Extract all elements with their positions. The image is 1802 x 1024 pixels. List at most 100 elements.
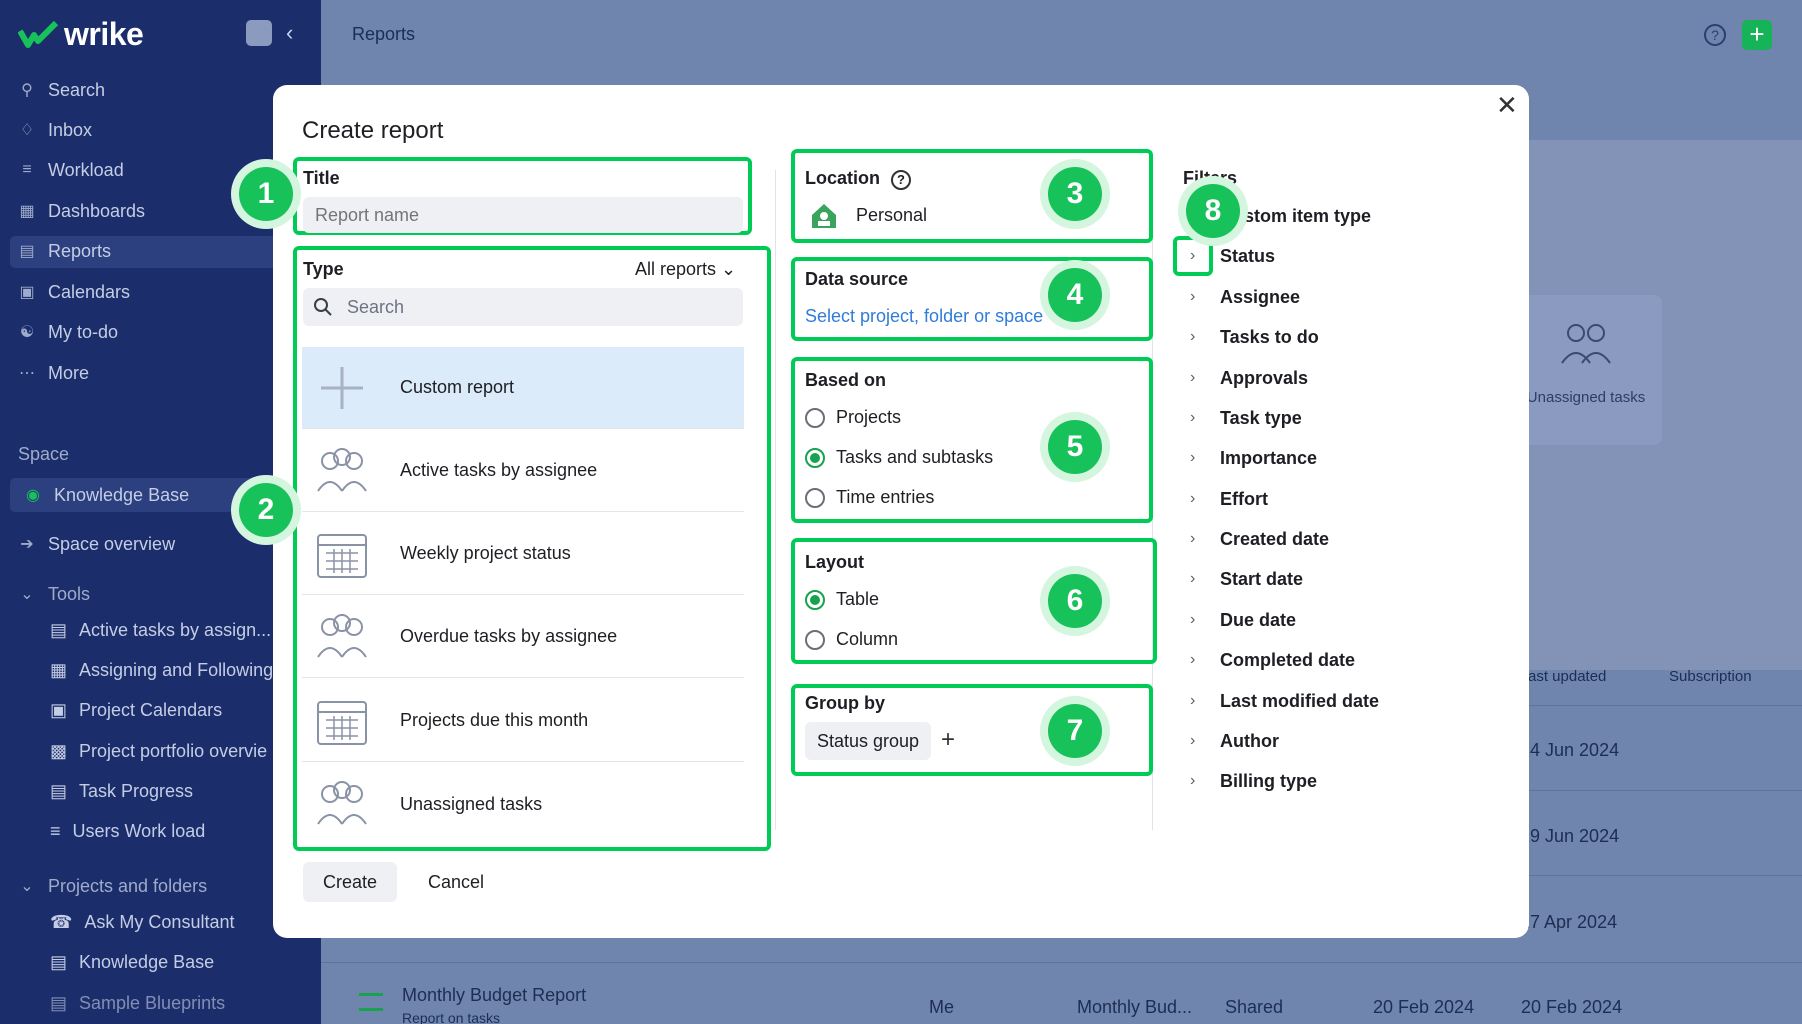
project-item[interactable]: ▤Sample Blueprints xyxy=(50,993,320,1014)
tool-item[interactable]: ▣Project Calendars xyxy=(50,700,320,721)
type-item[interactable]: Active tasks by assignee xyxy=(302,430,744,512)
filter-label: Task type xyxy=(1220,407,1302,428)
filter-label: Start date xyxy=(1220,568,1304,589)
chevron-right-icon[interactable]: › xyxy=(1190,651,1196,668)
report-name-input[interactable] xyxy=(303,197,743,233)
chevron-right-icon[interactable]: › xyxy=(1190,490,1196,507)
people-icon xyxy=(314,609,370,665)
nav-reports[interactable]: ▤Reports xyxy=(18,236,111,266)
calendar-icon xyxy=(314,526,370,582)
filter-item[interactable]: ›Tasks to do xyxy=(1190,325,1319,349)
help-icon[interactable]: ? xyxy=(891,170,912,190)
space-name[interactable]: ◉Knowledge Base xyxy=(24,480,189,510)
tool-item[interactable]: ▤Active tasks by assign... xyxy=(50,620,320,641)
filter-item[interactable]: ›Billing type xyxy=(1190,769,1317,793)
cancel-button[interactable]: Cancel xyxy=(428,872,485,892)
type-item[interactable]: Unassigned tasks xyxy=(302,763,744,845)
filter-item[interactable]: › Start date xyxy=(1190,567,1303,591)
nav-dashboards[interactable]: ▦Dashboards xyxy=(18,196,145,226)
nav-workload[interactable]: ≡Workload xyxy=(18,155,123,185)
filter-item[interactable]: ›Effort xyxy=(1190,487,1268,511)
tool-item[interactable]: ≡Users Work load xyxy=(50,821,320,842)
nav-more[interactable]: ⋯More xyxy=(18,358,89,388)
radio-projects[interactable] xyxy=(805,408,825,428)
tool-item[interactable]: ▦Assigning and Following xyxy=(50,660,320,681)
type-item[interactable]: Overdue tasks by assignee xyxy=(302,596,744,678)
nav-label: Space overview xyxy=(48,533,176,554)
filter-item[interactable]: ›Due date xyxy=(1190,608,1296,632)
nav-label: Inbox xyxy=(48,119,93,140)
chevron-right-icon[interactable]: › xyxy=(1190,449,1196,466)
chevron-right-icon[interactable]: › xyxy=(1190,328,1196,345)
dashboard-icon: ▦ xyxy=(19,203,35,220)
column-header[interactable]: ast updated xyxy=(1528,668,1607,685)
callout-box-location xyxy=(791,149,1153,243)
space-label: Knowledge Base xyxy=(54,484,190,505)
collapse-icon[interactable]: ‹ xyxy=(286,20,294,45)
type-filter-label: All reports xyxy=(635,259,717,279)
location-value[interactable]: Personal xyxy=(856,205,928,225)
card-label: Unassigned tasks xyxy=(1526,389,1646,406)
nav-search[interactable]: ⚲Search xyxy=(18,75,105,105)
location-label-text: Location xyxy=(805,168,880,188)
template-card[interactable]: Unassigned tasks xyxy=(1510,295,1662,445)
radio-column[interactable] xyxy=(805,630,825,650)
chevron-right-icon[interactable]: › xyxy=(1190,247,1196,264)
nav-inbox[interactable]: ♢Inbox xyxy=(18,115,92,145)
column-header[interactable]: Subscription xyxy=(1669,668,1752,685)
report-name[interactable]: Monthly Budget Report xyxy=(402,985,587,1005)
tools-heading[interactable]: ⌄Tools xyxy=(18,579,90,609)
chevron-right-icon[interactable]: › xyxy=(1190,732,1196,749)
add-group-icon[interactable]: + xyxy=(941,726,956,753)
chevron-right-icon[interactable]: › xyxy=(1190,409,1196,426)
radio-tasks-and-subtasks[interactable] xyxy=(805,448,825,468)
chevron-right-icon[interactable]: › xyxy=(1190,288,1196,305)
select-data-source-link[interactable]: Select project, folder or space xyxy=(805,306,1044,326)
help-icon[interactable]: ? xyxy=(1704,24,1726,46)
nav-calendars[interactable]: ▣Calendars xyxy=(18,277,130,307)
report-sub: Report on tasks xyxy=(402,1010,501,1024)
chevron-right-icon[interactable]: › xyxy=(1190,570,1196,587)
chevron-right-icon[interactable]: › xyxy=(1190,692,1196,709)
type-item[interactable]: Weekly project status xyxy=(302,513,744,595)
filter-item[interactable]: ›Approvals xyxy=(1190,366,1308,390)
type-filter-dropdown[interactable]: All reports ⌄ xyxy=(635,259,736,280)
nav-label: My to-do xyxy=(48,321,119,342)
tool-item[interactable]: ▩Project portfolio overvie xyxy=(50,741,320,762)
filter-item[interactable]: ›Last modified date xyxy=(1190,689,1379,713)
wrike-logo[interactable]: wrike xyxy=(18,16,144,53)
radio-time-entries[interactable] xyxy=(805,488,825,508)
type-item[interactable]: Projects due this month xyxy=(302,680,744,762)
create-button[interactable]: Create xyxy=(303,862,397,902)
type-item[interactable]: Custom report xyxy=(302,347,744,429)
filter-item[interactable]: › Task type xyxy=(1190,406,1302,430)
projects-heading[interactable]: ⌄Projects and folders xyxy=(18,871,207,901)
group-by-chip[interactable]: Status group xyxy=(805,722,932,760)
project-label: Ask My Consultant xyxy=(84,912,235,932)
filter-item[interactable]: ›Author xyxy=(1190,729,1279,753)
chevron-right-icon[interactable]: › xyxy=(1190,611,1196,628)
chevron-right-icon[interactable]: › xyxy=(1190,369,1196,386)
title-label: Title xyxy=(303,168,340,188)
filter-item[interactable]: Custom item type xyxy=(1190,204,1371,228)
radio-label: Tasks and subtasks xyxy=(836,447,994,467)
report-icon: ▤ xyxy=(50,781,68,801)
filter-item[interactable]: ›Status xyxy=(1190,244,1275,268)
nav-my-todo[interactable]: ☯My to-do xyxy=(18,317,118,347)
project-item[interactable]: ▤Knowledge Base xyxy=(50,952,320,973)
space-overview[interactable]: ➔Space overview xyxy=(18,529,175,559)
owner-cell: Me xyxy=(929,997,955,1017)
add-button[interactable]: + xyxy=(1742,20,1772,50)
filter-item[interactable]: ›Created date xyxy=(1190,527,1329,551)
chevron-right-icon[interactable]: › xyxy=(1190,530,1196,547)
close-icon[interactable]: ✕ xyxy=(1496,90,1518,120)
radio-table[interactable] xyxy=(805,590,825,610)
user-avatar[interactable] xyxy=(246,20,272,46)
chevron-right-icon[interactable]: › xyxy=(1190,772,1196,789)
tool-item[interactable]: ▤Task Progress xyxy=(50,781,320,802)
filter-item[interactable]: ›Importance xyxy=(1190,446,1317,470)
type-search-input[interactable]: Search xyxy=(303,288,743,326)
filter-item[interactable]: ›Assignee xyxy=(1190,285,1300,309)
filter-item[interactable]: ›Completed date xyxy=(1190,648,1355,672)
project-item[interactable]: ☎Ask My Consultant xyxy=(50,912,320,933)
